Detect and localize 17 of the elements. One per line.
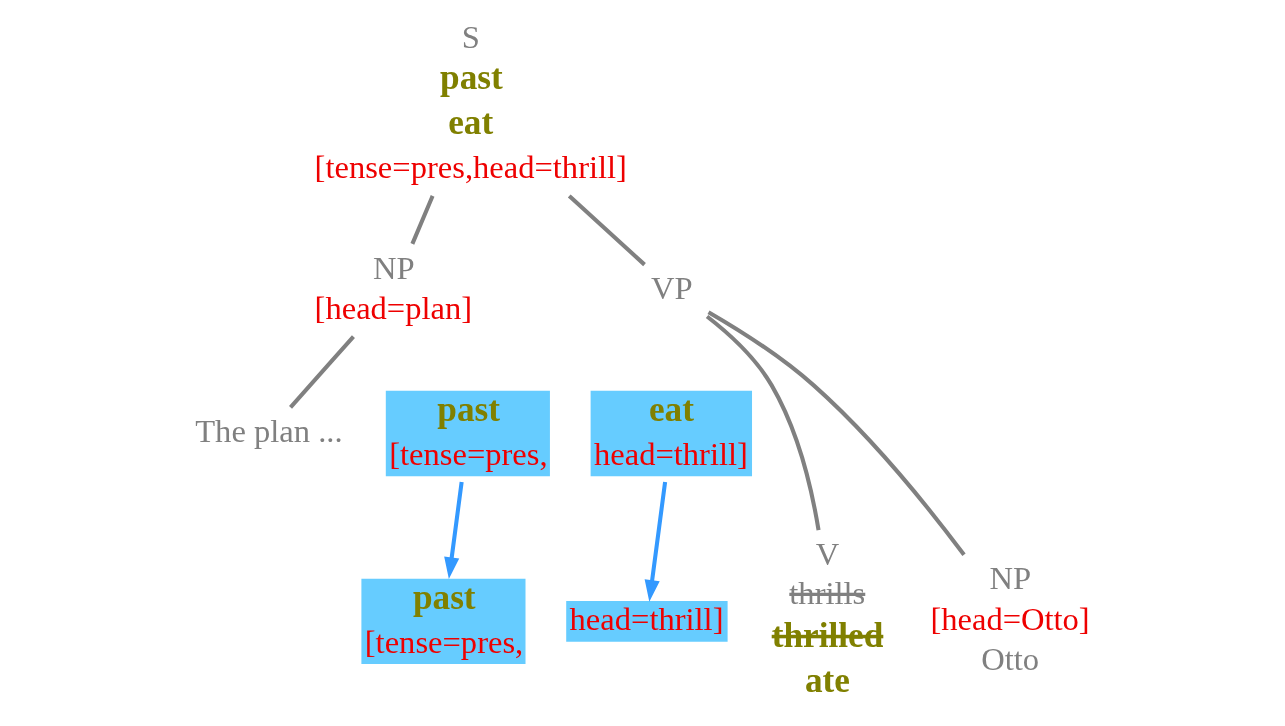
connector <box>705 314 821 531</box>
node-box: past [tense=pres, <box>361 578 526 665</box>
node-text: VP <box>650 269 693 306</box>
connector <box>410 195 435 245</box>
arrow <box>644 481 668 602</box>
node-box: past [tense=pres, <box>385 390 550 477</box>
node-text: V thrills thrilled ate <box>771 535 884 700</box>
node-box: eat head=thrill] <box>590 390 753 477</box>
connector <box>289 335 355 409</box>
arrow <box>444 481 464 580</box>
node-text: NP [head=plan] <box>314 249 473 327</box>
node-box: head=thrill] <box>566 601 728 642</box>
node-text: S past eat [tense=pres,head=thrill] <box>314 18 627 186</box>
connector <box>707 310 966 557</box>
node-text: NP [head=Otto] Otto <box>930 560 1090 678</box>
node-text: The plan ... <box>195 412 343 449</box>
connector <box>567 194 646 267</box>
